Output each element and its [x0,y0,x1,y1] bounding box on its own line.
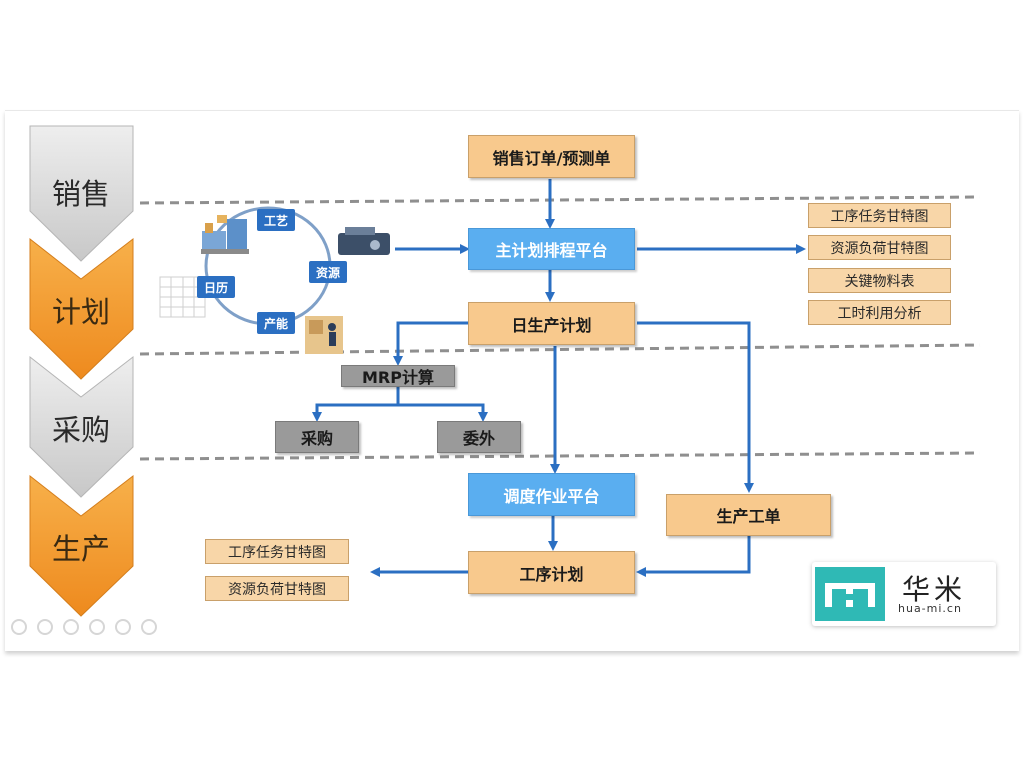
arrow-mrp-to-outsource [398,403,488,422]
dispatch-platform-node: 调度作业平台 [468,473,635,516]
arrow-daily-to-mrp [393,321,470,366]
arrow-daily-to-workorder [637,321,754,493]
separator-2 [139,343,981,356]
arrow-workorder-to-process [636,536,751,577]
right-output-resource-load: 资源负荷甘特图 [808,235,951,260]
chevron-purchase [29,355,134,498]
chevron-production [29,474,134,617]
right-output-hours-analysis: 工时利用分析 [808,300,951,325]
stage-label-plan: 计划 [51,295,110,329]
logo-chinese-text: 华米 [902,573,967,606]
cycle-item-calendar: 日历 [197,276,236,298]
stage-label-purchase: 采购 [51,413,110,447]
worker-illustration-icon [305,316,343,354]
right-output-gantt: 工序任务甘特图 [808,203,951,228]
work-order-node: 生产工单 [666,494,831,536]
cycle-item-resource: 资源 [309,261,348,283]
stage-chevrons [29,125,134,617]
purchase-node: 采购 [275,421,359,453]
machine-illustration-icon [338,227,390,255]
daily-plan-node: 日生产计划 [468,302,635,345]
outsource-node: 委外 [437,421,521,453]
huami-logo: 华米 hua-mi.cn [812,562,996,626]
cycle-item-capacity: 产能 [257,312,296,334]
cycle-item-process: 工艺 [257,209,296,231]
left-output-resource-load: 资源负荷甘特图 [205,576,349,601]
right-output-key-materials: 关键物料表 [808,268,951,293]
left-output-gantt: 工序任务甘特图 [205,539,349,564]
slide-toolbar-icons [11,619,157,635]
stage-label-production: 生产 [51,532,110,566]
separator-3 [139,451,981,461]
logo-mark-icon [815,567,885,621]
master-plan-node: 主计划排程平台 [468,228,635,270]
chevron-plan [29,237,134,380]
factory-illustration-icon [201,215,249,254]
sales-order-node: 销售订单/预测单 [468,135,635,178]
stage-label-sales: 销售 [51,177,110,211]
logo-url-text: hua-mi.cn [898,602,962,615]
flow-lines [11,179,981,635]
mrp-node: MRP计算 [341,365,455,387]
chevron-sales [29,125,134,262]
process-plan-node: 工序计划 [468,551,635,594]
arrow-mrp-to-purchase [312,386,400,422]
separator-1 [139,195,981,205]
diagram-slide: 销售 计划 采购 生产 [5,110,1019,651]
